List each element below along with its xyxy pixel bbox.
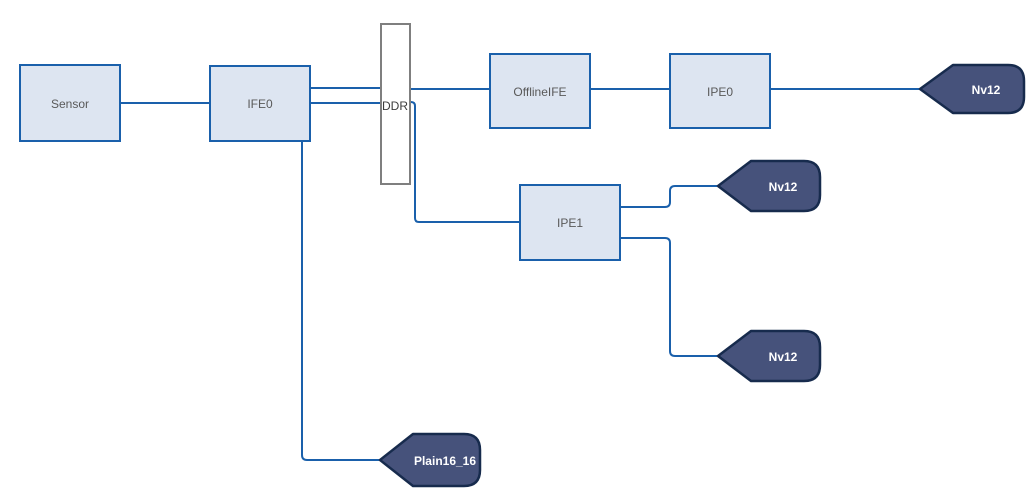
tag-plain16-16-label: Plain16_16	[414, 454, 476, 468]
node-ife0-label: IFE0	[247, 97, 273, 111]
node-offlineife[interactable]: OfflineIFE	[489, 53, 591, 129]
tag-nv12-ipe1-bottom-label: Nv12	[769, 350, 798, 364]
tag-nv12-ipe1-top-label: Nv12	[769, 180, 798, 194]
edge-ife0-plain16	[301, 141, 379, 461]
node-sensor-label: Sensor	[51, 97, 89, 111]
tag-plain16-16-shape[interactable]	[378, 432, 482, 488]
tag-plain16-16[interactable]: Plain16_16	[378, 432, 482, 488]
node-offlineife-shape[interactable]	[489, 53, 591, 129]
node-ife0[interactable]: IFE0	[209, 65, 311, 142]
tag-nv12-ipe1-bottom-shape[interactable]	[716, 329, 822, 383]
tag-nv12-ipe0-shape[interactable]	[918, 63, 1026, 115]
node-ipe0-shape[interactable]	[669, 53, 771, 129]
node-sensor[interactable]: Sensor	[19, 64, 121, 142]
node-ipe1-shape[interactable]	[519, 184, 621, 261]
node-sensor-shape[interactable]	[19, 64, 121, 142]
tag-nv12-ipe1-bottom[interactable]: Nv12	[716, 329, 822, 383]
node-ddr-shape[interactable]	[380, 23, 411, 185]
node-ife0-shape[interactable]	[209, 65, 311, 142]
node-ddr[interactable]: DDR	[380, 23, 411, 185]
node-ddr-label: DDR	[382, 99, 408, 113]
node-offlineife-label: OfflineIFE	[513, 85, 566, 99]
tag-nv12-ipe1-top[interactable]: Nv12	[716, 159, 822, 213]
edge-ddr-ipe1	[410, 101, 520, 223]
tag-nv12-ipe0[interactable]: Nv12	[918, 63, 1026, 115]
node-ipe0-label: IPE0	[707, 85, 733, 99]
edge-ipe1-nv12-top	[620, 185, 717, 208]
tag-nv12-ipe1-top-shape[interactable]	[716, 159, 822, 213]
node-ipe0[interactable]: IPE0	[669, 53, 771, 129]
node-ipe1-label: IPE1	[557, 216, 583, 230]
tag-nv12-ipe0-label: Nv12	[972, 83, 1001, 97]
node-ipe1[interactable]: IPE1	[519, 184, 621, 261]
edge-ipe1-nv12-bottom	[620, 237, 717, 357]
edges	[120, 87, 919, 461]
